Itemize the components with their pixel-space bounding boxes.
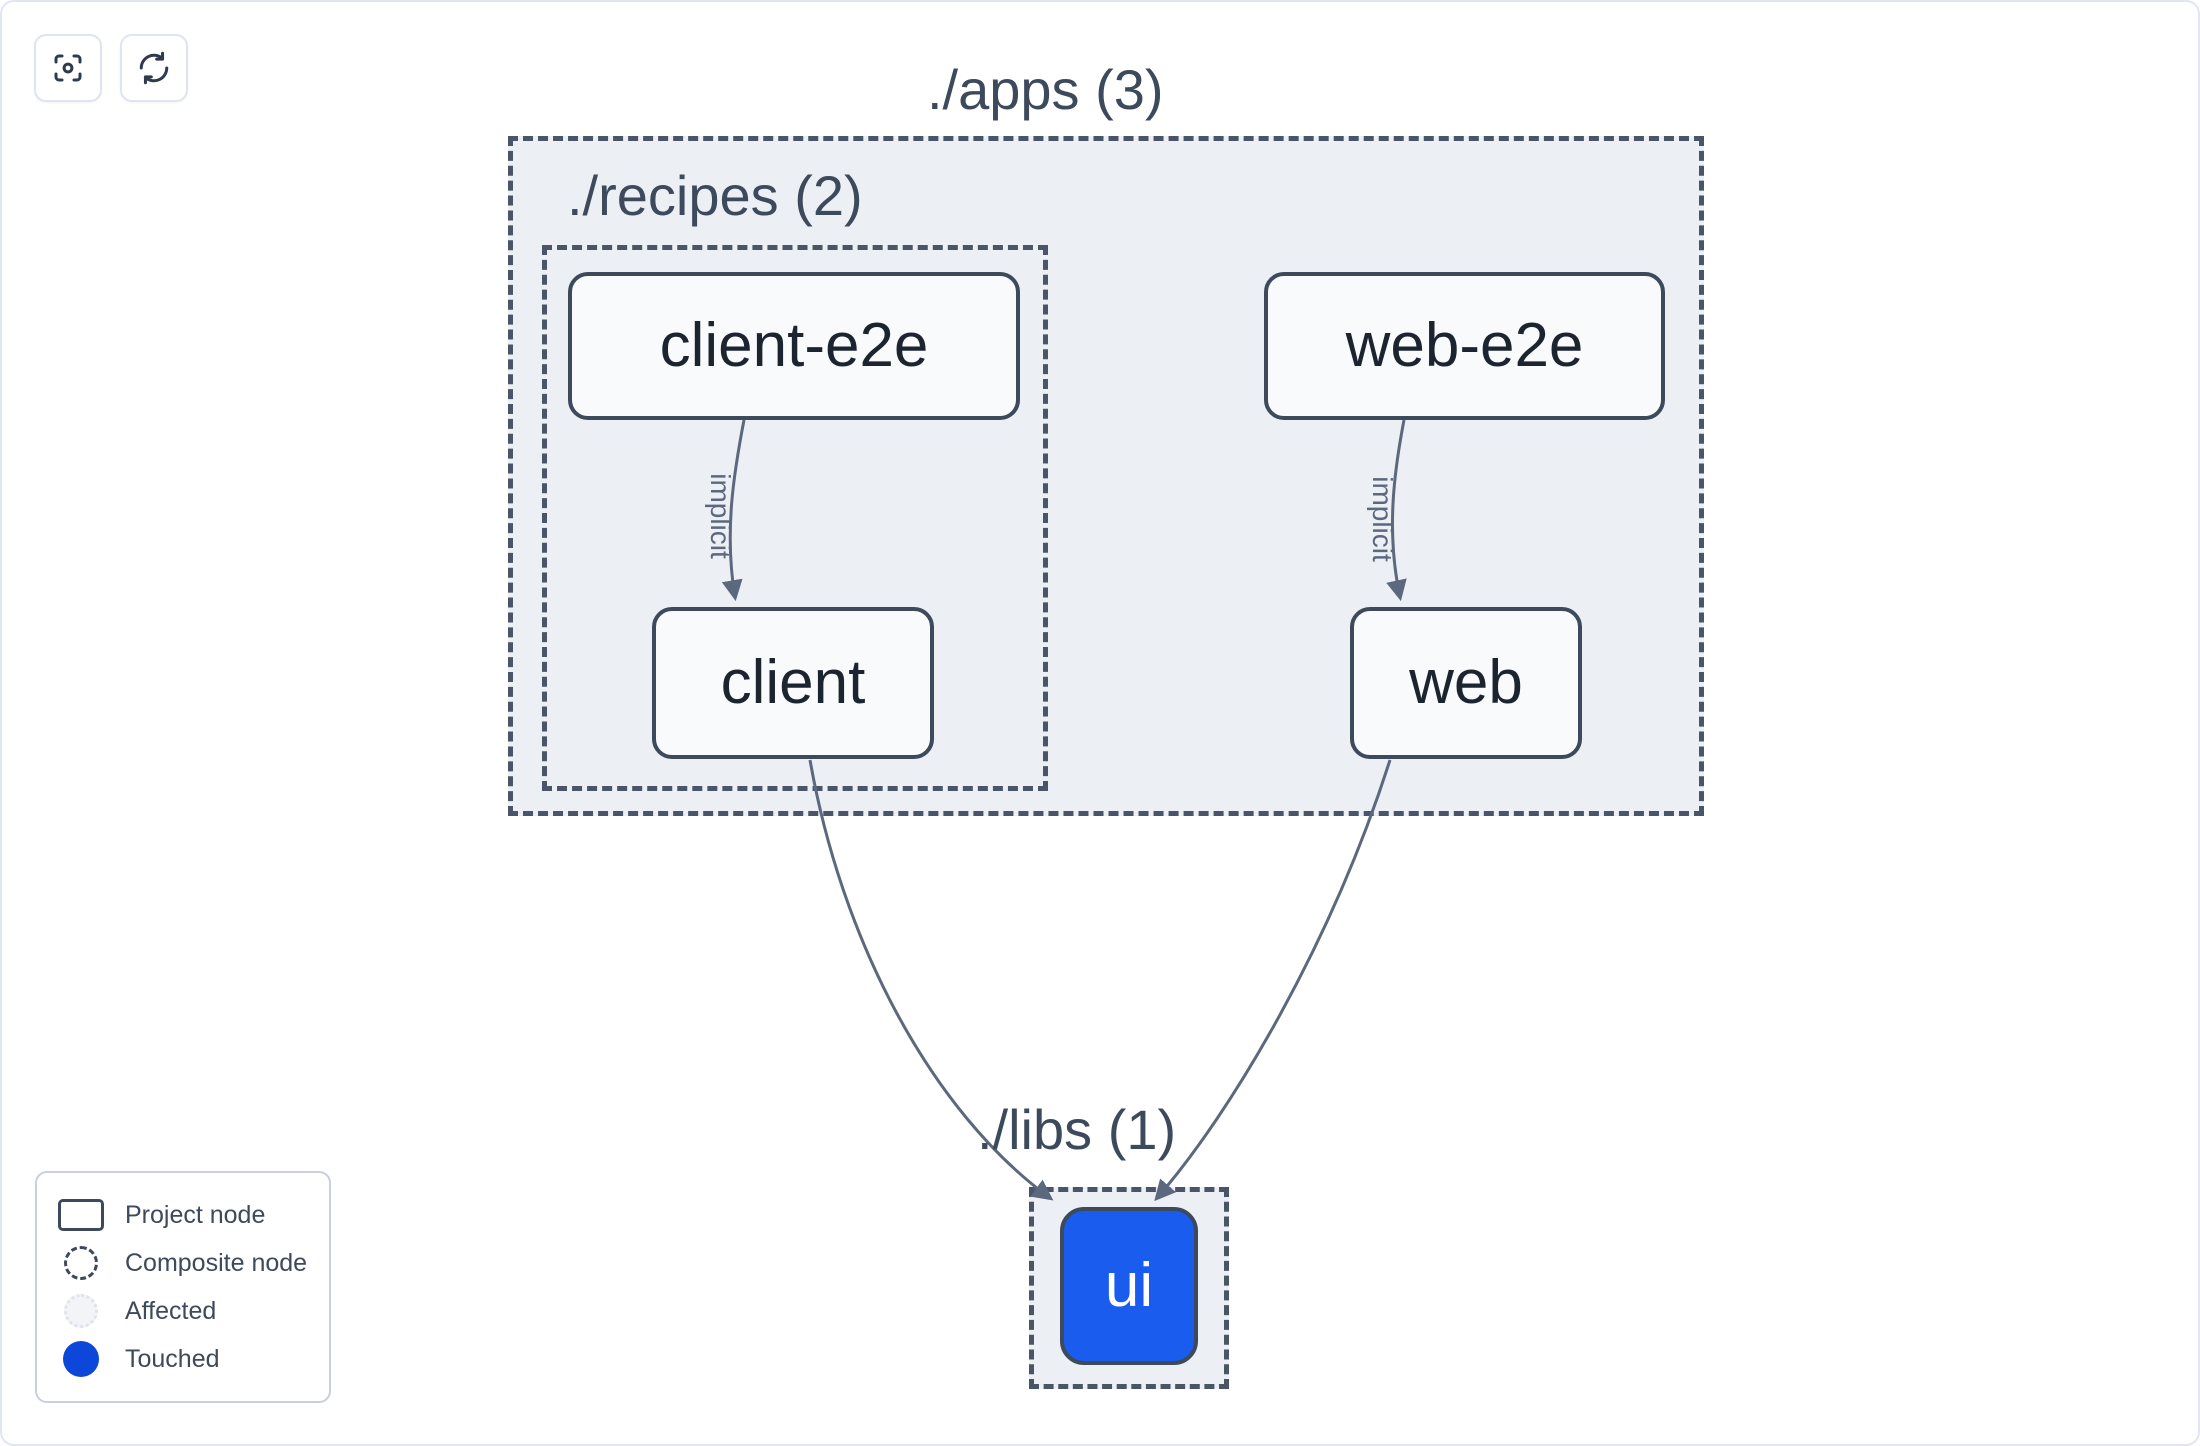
project-node-ui[interactable]: ui — [1060, 1207, 1198, 1365]
node-label: web-e2e — [1345, 311, 1584, 380]
legend-item-project-node: Project node — [57, 1191, 309, 1239]
legend-item-touched: Touched — [57, 1335, 309, 1383]
refresh-icon — [136, 50, 172, 86]
legend-item-composite-node: Composite node — [57, 1239, 309, 1287]
node-label: client — [720, 648, 866, 717]
focus-icon — [50, 50, 86, 86]
project-node-swatch — [57, 1198, 105, 1232]
touched-swatch — [57, 1341, 105, 1377]
edge-client-to-ui — [808, 759, 1054, 1201]
affected-swatch — [57, 1294, 105, 1328]
legend-item-affected: Affected — [57, 1287, 309, 1335]
edge-web-to-ui — [1154, 759, 1392, 1202]
project-node-client[interactable]: client — [652, 607, 934, 759]
graph-legend: Project node Composite node Affected Tou… — [35, 1171, 331, 1403]
group-label-libs: ./libs (1) — [977, 1098, 1177, 1161]
legend-label: Affected — [125, 1296, 217, 1325]
project-node-web[interactable]: web — [1350, 607, 1582, 759]
node-label: web — [1409, 648, 1523, 717]
legend-label: Project node — [125, 1200, 266, 1229]
project-node-client-e2e[interactable]: client-e2e — [568, 272, 1020, 420]
refresh-graph-button[interactable] — [120, 34, 188, 102]
node-label: client-e2e — [659, 311, 929, 380]
project-node-web-e2e[interactable]: web-e2e — [1264, 272, 1665, 420]
composite-node-swatch — [57, 1246, 105, 1280]
legend-label: Composite node — [125, 1248, 308, 1277]
group-label-apps: ./apps (3) — [927, 58, 1164, 121]
legend-label: Touched — [125, 1344, 220, 1373]
graph-toolbar — [34, 34, 188, 102]
node-label: ui — [1104, 1251, 1154, 1320]
focus-graph-button[interactable] — [34, 34, 102, 102]
